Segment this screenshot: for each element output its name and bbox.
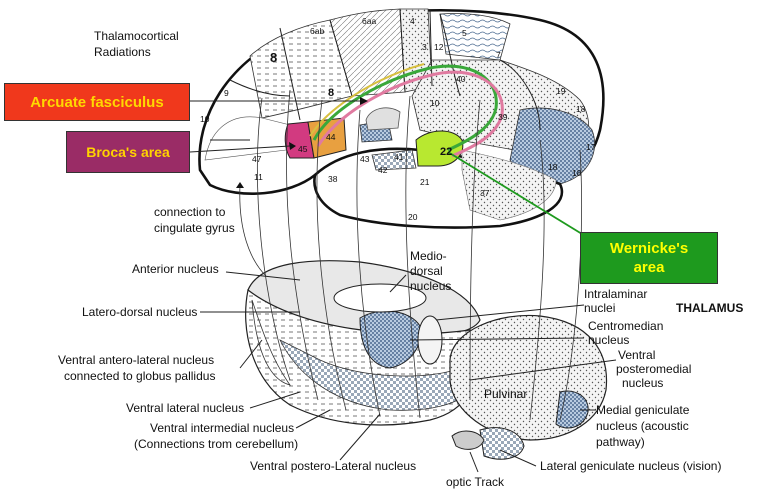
area-3: 3 (422, 42, 427, 52)
label-connection: connection to (154, 205, 226, 219)
area-10: 10 (200, 114, 210, 124)
label-cerebellum-connections: (Connections trom cerebellum) (134, 437, 298, 451)
label-vpm-2: posteromedial (616, 362, 691, 376)
area-22: 22 (440, 146, 452, 158)
area-4: 4 (410, 16, 415, 26)
optic-tract (452, 431, 484, 449)
area-17: 17 (586, 142, 596, 152)
label-val-1: Ventral antero-lateral nucleus (58, 353, 214, 367)
area-44: 44 (326, 132, 336, 142)
broca-area-callout: Broca's area (66, 131, 190, 173)
label-intralaminar-1: Intralaminar (584, 287, 647, 301)
area-7: 7 (496, 50, 501, 60)
area-42: 42 (378, 165, 388, 175)
label-ventral-intermedial: Ventral intermedial nucleus (150, 421, 294, 435)
area-6ab: 6ab (310, 26, 324, 36)
area-47: 47 (252, 154, 262, 164)
area-8: 8 (270, 50, 277, 65)
wernicke-area-callout: Wernicke's area (580, 232, 718, 284)
label-vpm-3: nucleus (622, 376, 663, 390)
label-lateral-geniculate: Lateral geniculate nucleus (vision) (540, 459, 721, 473)
area-20: 20 (408, 212, 418, 222)
area-6aa: 6aa (362, 16, 376, 26)
wernicke-label-2: area (634, 258, 665, 277)
label-optic-track: optic Track (446, 475, 505, 489)
label-mediodorsal-1: Medio- (410, 249, 447, 263)
area-18c: 18 (572, 168, 582, 178)
label-ventral-lateral: Ventral lateral nucleus (126, 401, 244, 415)
label-thalamus: THALAMUS (676, 301, 743, 315)
label-centromedian-2: nucleus (588, 333, 629, 347)
label-cingulate: cingulate gyrus (154, 221, 235, 235)
area-19: 19 (556, 86, 566, 96)
area-8b: 8 (328, 87, 334, 99)
wernicke-label-1: Wernicke's (610, 239, 688, 258)
label-vpm-1: Ventral (618, 348, 655, 362)
label-pulvinar: Pulvinar (484, 387, 527, 401)
label-anterior-nucleus: Anterior nucleus (132, 262, 219, 276)
area-45: 45 (298, 144, 308, 154)
label-thalamocortical: Thalamocortical (94, 29, 179, 43)
area-21: 21 (420, 177, 430, 187)
area-38: 38 (328, 174, 338, 184)
area-9: 9 (224, 88, 229, 98)
arcuate-fasciculus-callout: Arcuate fasciculus (4, 83, 190, 121)
area-39: 39 (498, 112, 508, 122)
area-5: 5 (462, 28, 467, 38)
label-ventral-posterolateral: Ventral postero-Lateral nucleus (250, 459, 416, 473)
area-18: 18 (576, 104, 586, 114)
area-12: 12 (434, 42, 444, 52)
label-centromedian-1: Centromedian (588, 319, 663, 333)
area-10b: 10 (430, 98, 440, 108)
broca-area-label: Broca's area (86, 144, 170, 160)
label-medial-geniculate-2: nucleus (acoustic (596, 419, 689, 433)
area-37: 37 (480, 188, 490, 198)
label-mediodorsal-2: dorsal (410, 264, 443, 278)
area-41: 41 (394, 152, 404, 162)
area-40: 40 (456, 74, 466, 84)
label-val-2: connected to globus pallidus (64, 369, 215, 383)
area-43: 43 (360, 154, 370, 164)
label-latero-dorsal: Latero-dorsal nucleus (82, 305, 197, 319)
area-11: 11 (254, 172, 263, 182)
area-18b: 18 (548, 162, 558, 172)
label-radiations: Radiations (94, 45, 151, 59)
label-medial-geniculate-1: Medial geniculate (596, 403, 690, 417)
label-mediodorsal-3: nucleus (410, 279, 451, 293)
label-intralaminar-2: nuclei (584, 301, 615, 315)
arcuate-fasciculus-label: Arcuate fasciculus (30, 94, 163, 111)
label-medial-geniculate-3: pathway) (596, 435, 645, 449)
